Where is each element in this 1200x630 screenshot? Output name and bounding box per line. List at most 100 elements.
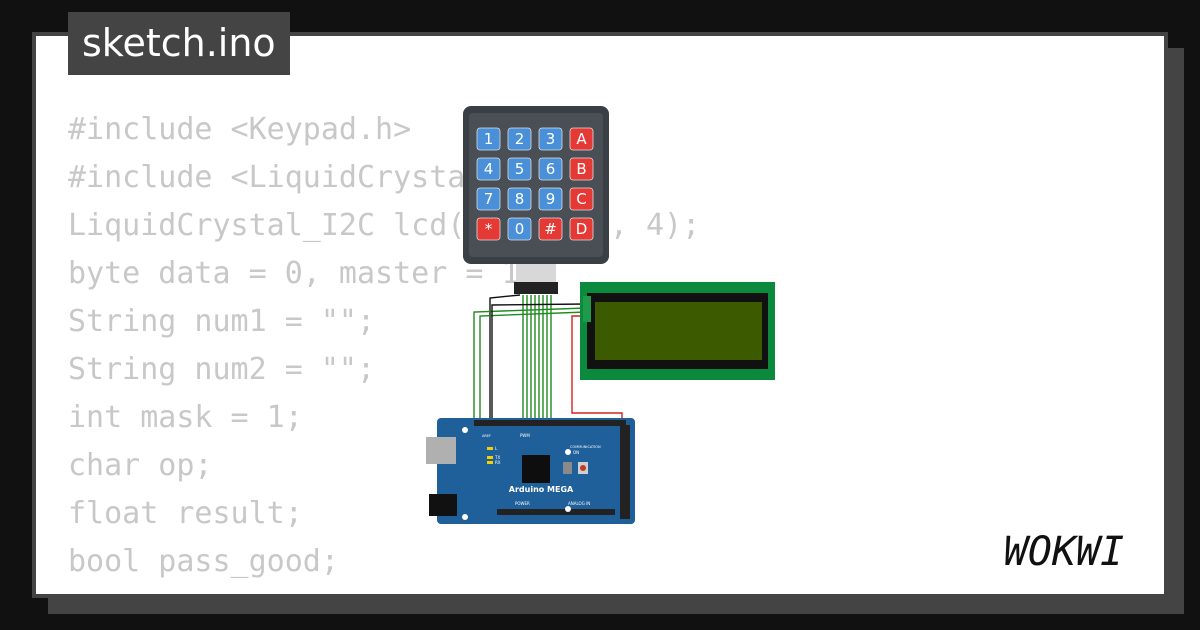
keypad-key-C[interactable]: C <box>569 187 594 211</box>
keypad-key-2[interactable]: 2 <box>507 127 532 151</box>
communication-label: COMMUNICATION <box>570 445 601 449</box>
code-line: char op; <box>68 448 213 483</box>
keypad-key-label: 1 <box>484 130 494 148</box>
keypad-keys: 1 2 3 A 4 5 6 B 7 8 9 C * 0 # D <box>476 127 594 241</box>
keypad-key-1[interactable]: 1 <box>476 127 501 151</box>
wire-black <box>489 294 521 422</box>
keypad-key-label: D <box>576 220 588 238</box>
power-label: POWER <box>515 501 530 506</box>
wokwi-logo-text: WOKWI <box>1004 529 1124 575</box>
side-header <box>620 425 630 519</box>
code-line: String num1 = ""; <box>68 304 376 339</box>
keypad-key-face[interactable] <box>476 187 501 211</box>
keypad-key-*[interactable]: * <box>476 217 501 241</box>
keypad-key-face[interactable] <box>476 127 501 151</box>
wire-red <box>571 315 623 422</box>
lcd-header-pins <box>583 296 591 322</box>
keypad-key-face[interactable] <box>538 127 563 151</box>
code-line: String num2 = ""; <box>68 352 376 387</box>
led-l <box>487 447 493 450</box>
keypad-key-B[interactable]: B <box>569 157 594 181</box>
keypad-key-face[interactable] <box>507 187 532 211</box>
mount-hole <box>462 427 468 433</box>
keypad-key-label: 3 <box>546 130 556 148</box>
on-label: ON <box>573 450 579 455</box>
led-tx <box>487 456 493 459</box>
bottom-header <box>497 509 615 515</box>
keypad-key-label: C <box>576 190 586 208</box>
code-line: #include <Keypad.h> <box>68 112 412 147</box>
keypad-key-face[interactable] <box>569 127 594 151</box>
crystal <box>563 462 572 474</box>
keypad-key-face[interactable] <box>569 217 594 241</box>
keypad-key-6[interactable]: 6 <box>538 157 563 181</box>
keypad-key-label: 7 <box>484 190 494 208</box>
keypad-key-face[interactable] <box>507 217 532 241</box>
arduino-mega: Arduino MEGA PWM COMMUNICATION POWER ANA… <box>426 418 635 524</box>
mcu-chip <box>522 455 550 483</box>
keypad-key-face[interactable] <box>538 217 563 241</box>
keypad-key-face[interactable] <box>507 127 532 151</box>
reset-button-cap <box>580 465 586 471</box>
lcd-display <box>580 282 775 380</box>
analog-in-label: ANALOG IN <box>568 501 590 506</box>
mount-hole <box>462 514 468 520</box>
code-line: int mask = 1; <box>68 400 303 435</box>
keypad-key-label: 0 <box>515 220 525 238</box>
keypad-key-7[interactable]: 7 <box>476 187 501 211</box>
board-name: Arduino MEGA <box>509 485 574 494</box>
aref-label: AREF <box>482 434 491 438</box>
keypad-key-face[interactable] <box>569 157 594 181</box>
keypad-connector <box>514 282 558 294</box>
keypad: 1 2 3 A 4 5 6 B 7 8 9 C * 0 # D <box>463 106 609 294</box>
tx-label: TX <box>494 455 500 460</box>
usb-port <box>426 437 456 464</box>
l-label: L <box>495 446 498 451</box>
mount-hole <box>565 449 571 455</box>
keypad-key-0[interactable]: 0 <box>507 217 532 241</box>
keypad-key-label: 6 <box>546 160 556 178</box>
keypad-key-5[interactable]: 5 <box>507 157 532 181</box>
keypad-key-A[interactable]: A <box>569 127 594 151</box>
wire-black <box>491 303 587 422</box>
wokwi-logo: WOKWI <box>1004 529 1124 575</box>
top-header <box>474 420 626 426</box>
keypad-key-label: # <box>544 220 557 238</box>
pwm-label: PWM <box>520 433 530 438</box>
lcd-screen <box>595 302 762 360</box>
keypad-key-face[interactable] <box>538 157 563 181</box>
keypad-key-8[interactable]: 8 <box>507 187 532 211</box>
power-jack <box>429 494 457 516</box>
code-line: uint8_t keyPressed; <box>68 586 700 594</box>
keypad-key-label: 9 <box>546 190 556 208</box>
keypad-key-label: B <box>576 160 586 178</box>
keypad-key-face[interactable] <box>476 217 501 241</box>
keypad-key-label: 4 <box>484 160 494 178</box>
file-name-tab: sketch.ino <box>68 12 290 75</box>
wire-green <box>479 311 587 422</box>
keypad-key-9[interactable]: 9 <box>538 187 563 211</box>
code-line: float result; <box>68 496 303 531</box>
keypad-key-D[interactable]: D <box>569 217 594 241</box>
keypad-key-label: 2 <box>515 130 525 148</box>
wire-green <box>473 307 587 422</box>
keypad-key-4[interactable]: 4 <box>476 157 501 181</box>
code-line: bool pass_good; <box>68 544 339 579</box>
keypad-key-#[interactable]: # <box>538 217 563 241</box>
keypad-key-label: A <box>576 130 587 148</box>
keypad-key-face[interactable] <box>538 187 563 211</box>
keypad-ribbon <box>516 264 556 282</box>
keypad-key-label: * <box>485 220 493 238</box>
keypad-key-3[interactable]: 3 <box>538 127 563 151</box>
keypad-key-label: 8 <box>515 190 525 208</box>
keypad-key-face[interactable] <box>569 187 594 211</box>
keypad-key-label: 5 <box>515 160 525 178</box>
led-rx <box>487 461 493 464</box>
keypad-key-face[interactable] <box>507 157 532 181</box>
wires <box>473 294 623 422</box>
mount-hole <box>565 506 571 512</box>
keypad-face <box>469 113 603 257</box>
keypad-key-face[interactable] <box>476 157 501 181</box>
rx-label: RX <box>495 460 501 465</box>
